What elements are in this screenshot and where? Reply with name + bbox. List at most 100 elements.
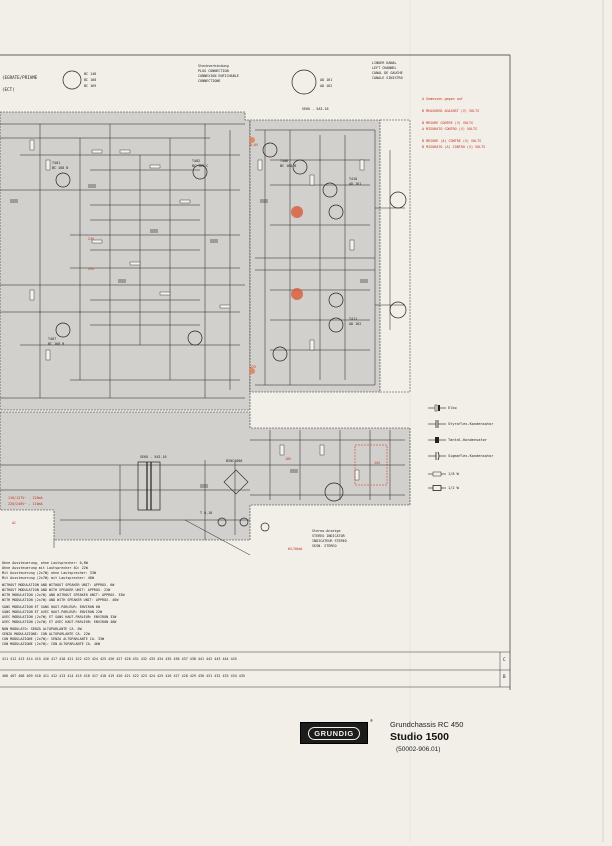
lamp-3 <box>260 522 270 532</box>
rectifier-label: B30C1000 <box>226 459 243 463</box>
power-note-2: Ohne Aussteuerung mit Lautsprecher 4Ω: 2… <box>2 566 88 570</box>
transistor-t411 <box>272 346 288 362</box>
label-t410: T410 <box>349 177 358 181</box>
voltage-3: 0,6V <box>250 143 259 147</box>
transistor-t403 <box>187 330 203 346</box>
transistor-t404 <box>55 322 71 338</box>
legend-elko-label: Elko <box>448 406 457 410</box>
legend-tantal-label: Tantal-Kondensator <box>448 438 487 442</box>
pin-label-2: BC 168 <box>84 78 97 82</box>
legend-res2: 1/2 W <box>428 484 459 492</box>
label-t407-type: BC 168 B <box>48 342 65 346</box>
resistor-eighth-watt-icon <box>428 471 446 477</box>
label-t411-type: AD 162 <box>349 322 362 326</box>
grid-row-c: C <box>503 657 506 662</box>
tantal-symbol-icon <box>428 437 446 443</box>
label-t410-type: AD 161 <box>349 182 362 186</box>
power-note-16: CON MODULAZIONE (2x7W): CON ALTOPARLANTE… <box>2 642 100 646</box>
power-note-6: WITHOUT MODULATION AND WITH SPEAKER UNIT… <box>2 588 111 592</box>
legend-styroflex: Styroflex-Kondensator <box>428 420 493 428</box>
voltage-1: 24V <box>88 237 95 241</box>
label-t406-type: BC 168 B <box>280 164 297 168</box>
grid-row-b: B <box>503 674 506 679</box>
red-note-4: A MISURATO CONTRO (V) VOLTS <box>422 127 478 131</box>
transistor-t407 <box>322 182 338 198</box>
connector-pin-diagram <box>62 70 82 90</box>
red-note-1: A Gemessen gegen auf <box>422 97 463 101</box>
power-note-15: CON MODULAZIONE (2x7W): SENZA ALTOPARLAN… <box>2 637 105 641</box>
fuse-label: T 0,16 <box>200 511 213 515</box>
measurement-highlights <box>249 137 303 374</box>
red-note-5: B MESURE (A) CONTRE (V) VOLTS <box>422 139 482 143</box>
part-number: (50002-906.01) <box>396 746 441 753</box>
mains-voltage-2: 220/240V~ - 110mA <box>8 502 43 506</box>
ac-label: AC <box>12 521 17 525</box>
power-note-14: SENZA MODULAZIONE: CON ALTOPARLANTE CA. … <box>2 632 90 636</box>
elko-symbol-icon <box>428 404 446 412</box>
top-left-label-2: (ECT) <box>2 87 15 92</box>
grid-row-b-refs: 406 407 408 409 410 411 412 413 414 415 … <box>2 674 245 678</box>
socket-title: Steckverbindung <box>198 64 229 68</box>
ps-board-label: SEKU - 5A3.16 <box>140 455 167 459</box>
legend-styroflex-label: Styroflex-Kondensator <box>448 422 494 426</box>
label-t406: T406 <box>280 159 289 163</box>
chassis-label: Grundchassis RC 450 <box>390 720 464 729</box>
socket-diagram <box>291 69 317 95</box>
pin-label-ad162: AD 162 <box>320 84 333 88</box>
transistor-t409 <box>328 292 344 308</box>
transistor-t402 <box>192 164 208 180</box>
lamp-label: 6V/50mA <box>288 547 303 551</box>
lamp-note-4: SEGN. STEREO <box>312 544 337 548</box>
legend-res2-label: 1/2 W <box>448 486 459 490</box>
power-note-11: AVEC MODULATION (2x7W) ET SANS HAUT-PARL… <box>2 615 117 619</box>
pin-label-1: BC 148 <box>84 72 97 76</box>
speaker-socket-top <box>389 191 407 209</box>
label-t402: T402 <box>192 159 201 163</box>
power-note-3: Mit Aussteuerung (2x7W) ohne Lautspreche… <box>2 571 96 575</box>
speaker-socket-bottom <box>389 301 407 319</box>
legend-res1-label: 1/8 W <box>448 472 459 476</box>
power-note-12: AVEC MODULATION (2x7W) ET AVEC HAUT-PARL… <box>2 620 117 624</box>
legend-sigma-label: Sigmaflex-Kondensator <box>448 454 494 458</box>
transistor-t401 <box>55 172 71 188</box>
transistor-t405 <box>262 142 278 158</box>
transistor-t412 <box>324 482 344 502</box>
power-note-7: WITH MODULATION (2x7W) AND WITHOUT SPEAK… <box>2 593 125 597</box>
label-t402-type: BC 169 C <box>192 164 209 168</box>
voltage-4: 22V <box>250 365 257 369</box>
registered-mark: ® <box>370 718 373 723</box>
reference-grid <box>0 651 510 688</box>
voltage-6: 14V <box>374 461 381 465</box>
label-t401-type: BC 168 B <box>52 166 69 170</box>
channel-line-1: LINKER KANAL <box>372 61 397 65</box>
board-label: SEKU - 5A3.16 <box>302 107 329 111</box>
pin-label-3: BC 169 <box>84 84 97 88</box>
voltage-2: 29V <box>88 267 95 271</box>
power-note-4: Mit Aussteuerung (2x7W) mit Lautsprecher… <box>2 576 94 580</box>
legend-sigma: Sigmaflex-Kondensator <box>428 452 493 460</box>
styroflex-symbol-icon <box>428 420 446 428</box>
legend-res1: 1/8 W <box>428 470 459 478</box>
lamp-note-2: STEREO INDICATOR <box>312 534 345 538</box>
red-note-2: B MEASURED AGAINST (V) VOLTS <box>422 109 480 113</box>
voltage-5: 18V <box>285 457 292 461</box>
transistor-t408 <box>328 204 344 220</box>
power-note-9: SANS MODULATION ET SANS HAUT-PARLEUR: EN… <box>2 605 100 609</box>
mains-transformer <box>137 461 161 511</box>
transistor-t406 <box>292 159 308 175</box>
grundig-logo-text: GRUNDIG <box>308 726 360 740</box>
power-note-8: WITH MODULATION (2x7W) AND WITH SPEAKER … <box>2 598 119 602</box>
grid-row-c-refs: 411 412 413 414 415 416 417 418 421 422 … <box>2 657 237 661</box>
sigma-symbol-icon <box>428 452 446 460</box>
grundig-logo: GRUNDIG <box>300 722 368 744</box>
bridge-rectifier <box>223 469 249 495</box>
socket-line-3: CONNECTIONE <box>198 79 221 83</box>
channel-line-3: CANAL DE GAUCHE <box>372 71 403 75</box>
lamp-1 <box>217 517 227 527</box>
channel-line-4: CANALE SINISTRO <box>372 76 403 80</box>
socket-line-1: PLUG CONNECTION <box>198 69 229 73</box>
legend-elko: Elko <box>428 404 457 412</box>
transistor-t410 <box>328 317 344 333</box>
lamp-note-1: Stereo-Anzeige <box>312 529 341 533</box>
